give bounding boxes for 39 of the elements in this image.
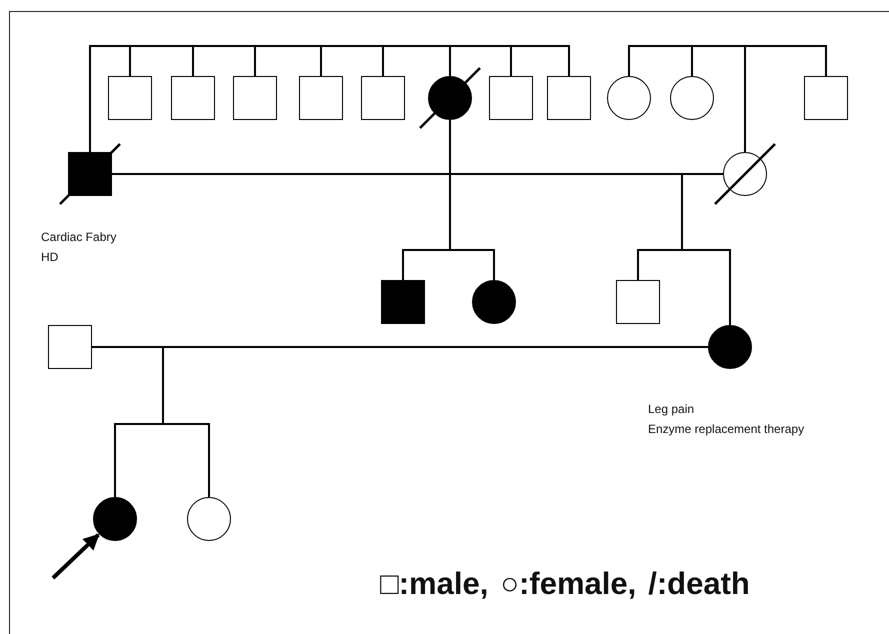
- male-square: [171, 76, 215, 120]
- male-square: [361, 76, 405, 120]
- pedigree-line: [681, 173, 731, 325]
- affected-male-square: [68, 152, 112, 196]
- pedigree-line: [254, 45, 322, 76]
- pedigree-line: [510, 45, 570, 76]
- male-square: [616, 280, 660, 324]
- legend-text: ○:female,: [500, 566, 636, 602]
- affected-female-circle: [428, 76, 472, 120]
- female-circle: [607, 76, 651, 120]
- pedigree-line: [744, 45, 827, 152]
- annotation-text: Enzyme replacement therapy: [648, 421, 804, 438]
- male-square: [233, 76, 277, 120]
- affected-male-square: [381, 280, 425, 324]
- male-square: [804, 76, 848, 120]
- pedigree-line: [192, 45, 256, 76]
- pedigree-line: [89, 45, 131, 152]
- female-circle: [187, 497, 231, 541]
- male-square: [108, 76, 152, 120]
- female-circle: [723, 152, 767, 196]
- pedigree-line: [628, 45, 693, 76]
- legend-text: /:death: [648, 566, 750, 602]
- male-square: [547, 76, 591, 120]
- affected-female-circle: [472, 280, 516, 324]
- pedigree-line: [449, 45, 512, 76]
- proband-arrow: [52, 533, 100, 580]
- pedigree-line: [129, 45, 194, 76]
- annotation-text: Cardiac Fabry: [41, 229, 116, 246]
- pedigree-line: [382, 45, 451, 76]
- male-square: [299, 76, 343, 120]
- affected-female-circle: [93, 497, 137, 541]
- annotation-text: HD: [41, 249, 58, 266]
- legend-text: □:male,: [380, 566, 488, 602]
- pedigree-line: [320, 45, 384, 76]
- female-circle: [670, 76, 714, 120]
- male-square: [489, 76, 533, 120]
- affected-female-circle: [708, 325, 752, 369]
- male-square: [48, 325, 92, 369]
- annotation-text: Leg pain: [648, 401, 694, 418]
